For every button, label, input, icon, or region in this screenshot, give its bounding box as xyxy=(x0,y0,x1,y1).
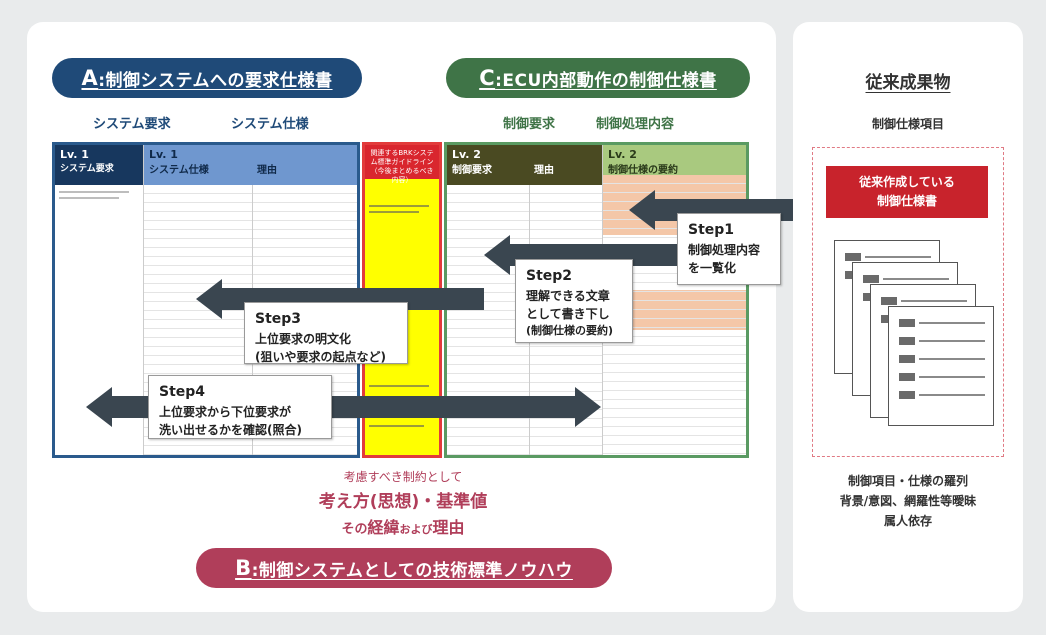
guideline-header: 関連するBRKシステム標準ガイドライン（今後まとめるべき内容） xyxy=(365,145,439,184)
section-c-header: C:ECU内部動作の制御仕様書 xyxy=(446,58,750,98)
document-icon xyxy=(888,306,994,426)
legacy-issues: 制御項目・仕様の羅列 背景/意図、網羅性等曖昧 属人依存 xyxy=(839,474,977,528)
step4-callout: Step4 上位要求から下位要求が 洗い出せるかを確認(照合) xyxy=(148,375,332,439)
legacy-badge: 従来作成している 制御仕様書 xyxy=(826,166,988,218)
system-requirement-label: システム要求 xyxy=(93,117,171,132)
constraints-text: 考慮すべき制約として 考え方(思想)・基準値 その経緯および理由 xyxy=(318,470,488,537)
step3-callout: Step3 上位要求の明文化 (狙いや要求の起点など) xyxy=(244,302,408,364)
step2-callout: Step2 理解できる文章 として書き下し (制御仕様の要約) xyxy=(515,259,633,343)
legacy-dashed-box xyxy=(812,147,1004,457)
control-process-label: 制御処理内容 xyxy=(596,117,675,132)
control-requirement-label: 制御要求 xyxy=(503,117,556,132)
section-b-header: B:制御システムとしての技術標準ノウハウ xyxy=(196,548,612,588)
legacy-title: 従来成果物 xyxy=(865,73,951,93)
section-a-header: A:制御システムへの要求仕様書 xyxy=(52,58,362,98)
system-spec-label: システム仕様 xyxy=(231,117,309,132)
step1-callout: Step1 制御処理内容 を一覧化 xyxy=(677,213,781,285)
legacy-subtitle: 制御仕様項目 xyxy=(871,117,944,131)
